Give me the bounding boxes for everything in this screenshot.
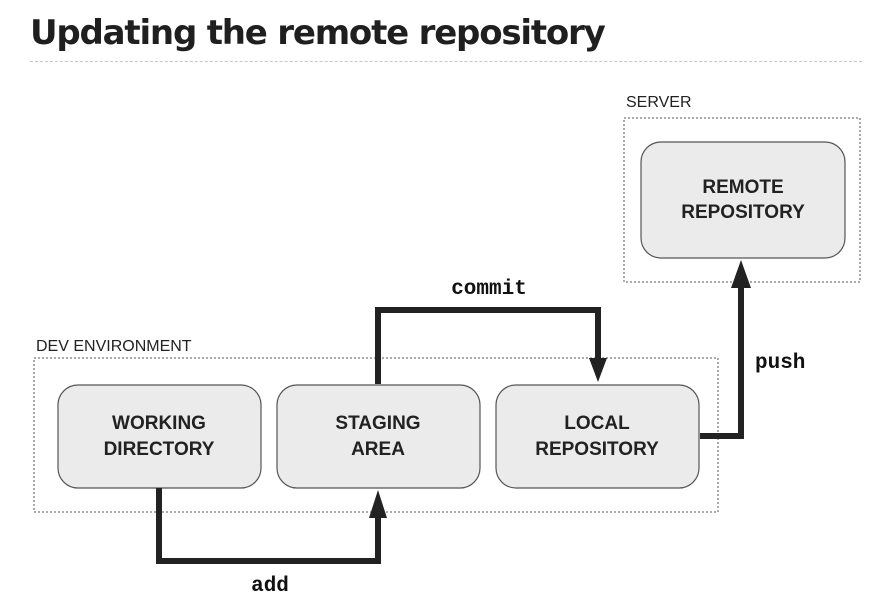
dev-environment-group-label: DEV ENVIRONMENT <box>36 338 192 355</box>
staging-area-label-line2: AREA <box>351 439 405 460</box>
add-arrow-line <box>156 488 381 564</box>
title-divider <box>30 61 862 62</box>
page-title: Updating the remote repository <box>30 13 606 53</box>
staging-area-box <box>276 384 481 489</box>
working-directory-label-line2: DIRECTORY <box>104 439 215 460</box>
add-flow-label: add <box>251 575 289 598</box>
commit-arrow-line <box>375 307 601 384</box>
commit-flow-label: commit <box>451 278 527 301</box>
local-repository-label-line1: LOCAL <box>564 413 630 434</box>
server-group-label: SERVER <box>626 94 692 111</box>
local-repository-label-line2: REPOSITORY <box>535 439 659 460</box>
working-directory-node: WORKING DIRECTORY <box>57 384 262 489</box>
working-directory-label-line1: WORKING <box>112 413 206 434</box>
remote-repository-label-line1: REMOTE <box>702 177 783 198</box>
remote-repository-box <box>640 141 846 259</box>
push-flow-label: push <box>755 352 805 375</box>
add-arrow-head <box>369 490 387 518</box>
push-arrow-head <box>731 260 751 288</box>
staging-area-label-line1: STAGING <box>335 413 420 434</box>
local-repository-node: LOCAL REPOSITORY <box>495 384 700 489</box>
commit-arrow-head <box>589 358 607 382</box>
local-repository-box <box>495 384 700 489</box>
remote-repository-node: REMOTE REPOSITORY <box>640 141 846 259</box>
staging-area-node: STAGING AREA <box>276 384 481 489</box>
push-arrow-line <box>700 284 744 439</box>
remote-repository-label-line2: REPOSITORY <box>681 202 805 223</box>
working-directory-box <box>57 384 262 489</box>
